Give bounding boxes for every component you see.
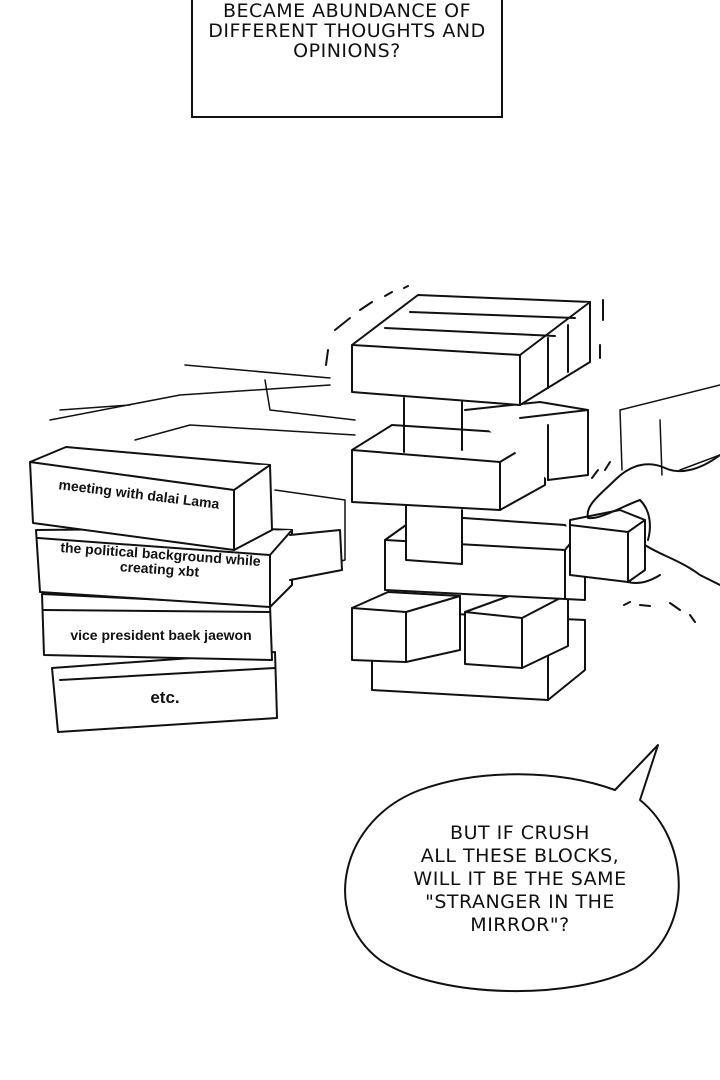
block-label-vice-president: vice president baek jaewon (70, 627, 252, 643)
shake-marks (325, 285, 696, 623)
bubble-line: MIRROR"? (470, 914, 570, 936)
speech-bubble-text: BUT IF CRUSH ALL THESE BLOCKS, WILL IT B… (380, 822, 660, 937)
hand (586, 454, 720, 586)
bubble-line: BUT IF CRUSH (450, 822, 590, 844)
caption-line: DIFFERENT THOUGHTS AND (208, 20, 486, 42)
jenga-tower (351, 294, 646, 701)
block-label-etc: etc. (150, 688, 180, 707)
bubble-line: ALL THESE BLOCKS, (420, 845, 620, 867)
bubble-line: WILL IT BE THE SAME (413, 868, 627, 890)
narration-caption-box: BECAME ABUNDANCE OF DIFFERENT THOUGHTS A… (191, 0, 503, 118)
topic-block-stack (29, 446, 343, 733)
caption-line: OPINIONS? (293, 40, 401, 62)
speech-bubble (344, 744, 680, 993)
bubble-line: "STRANGER IN THE (425, 891, 615, 913)
caption-line: BECAME ABUNDANCE OF (222, 0, 472, 22)
